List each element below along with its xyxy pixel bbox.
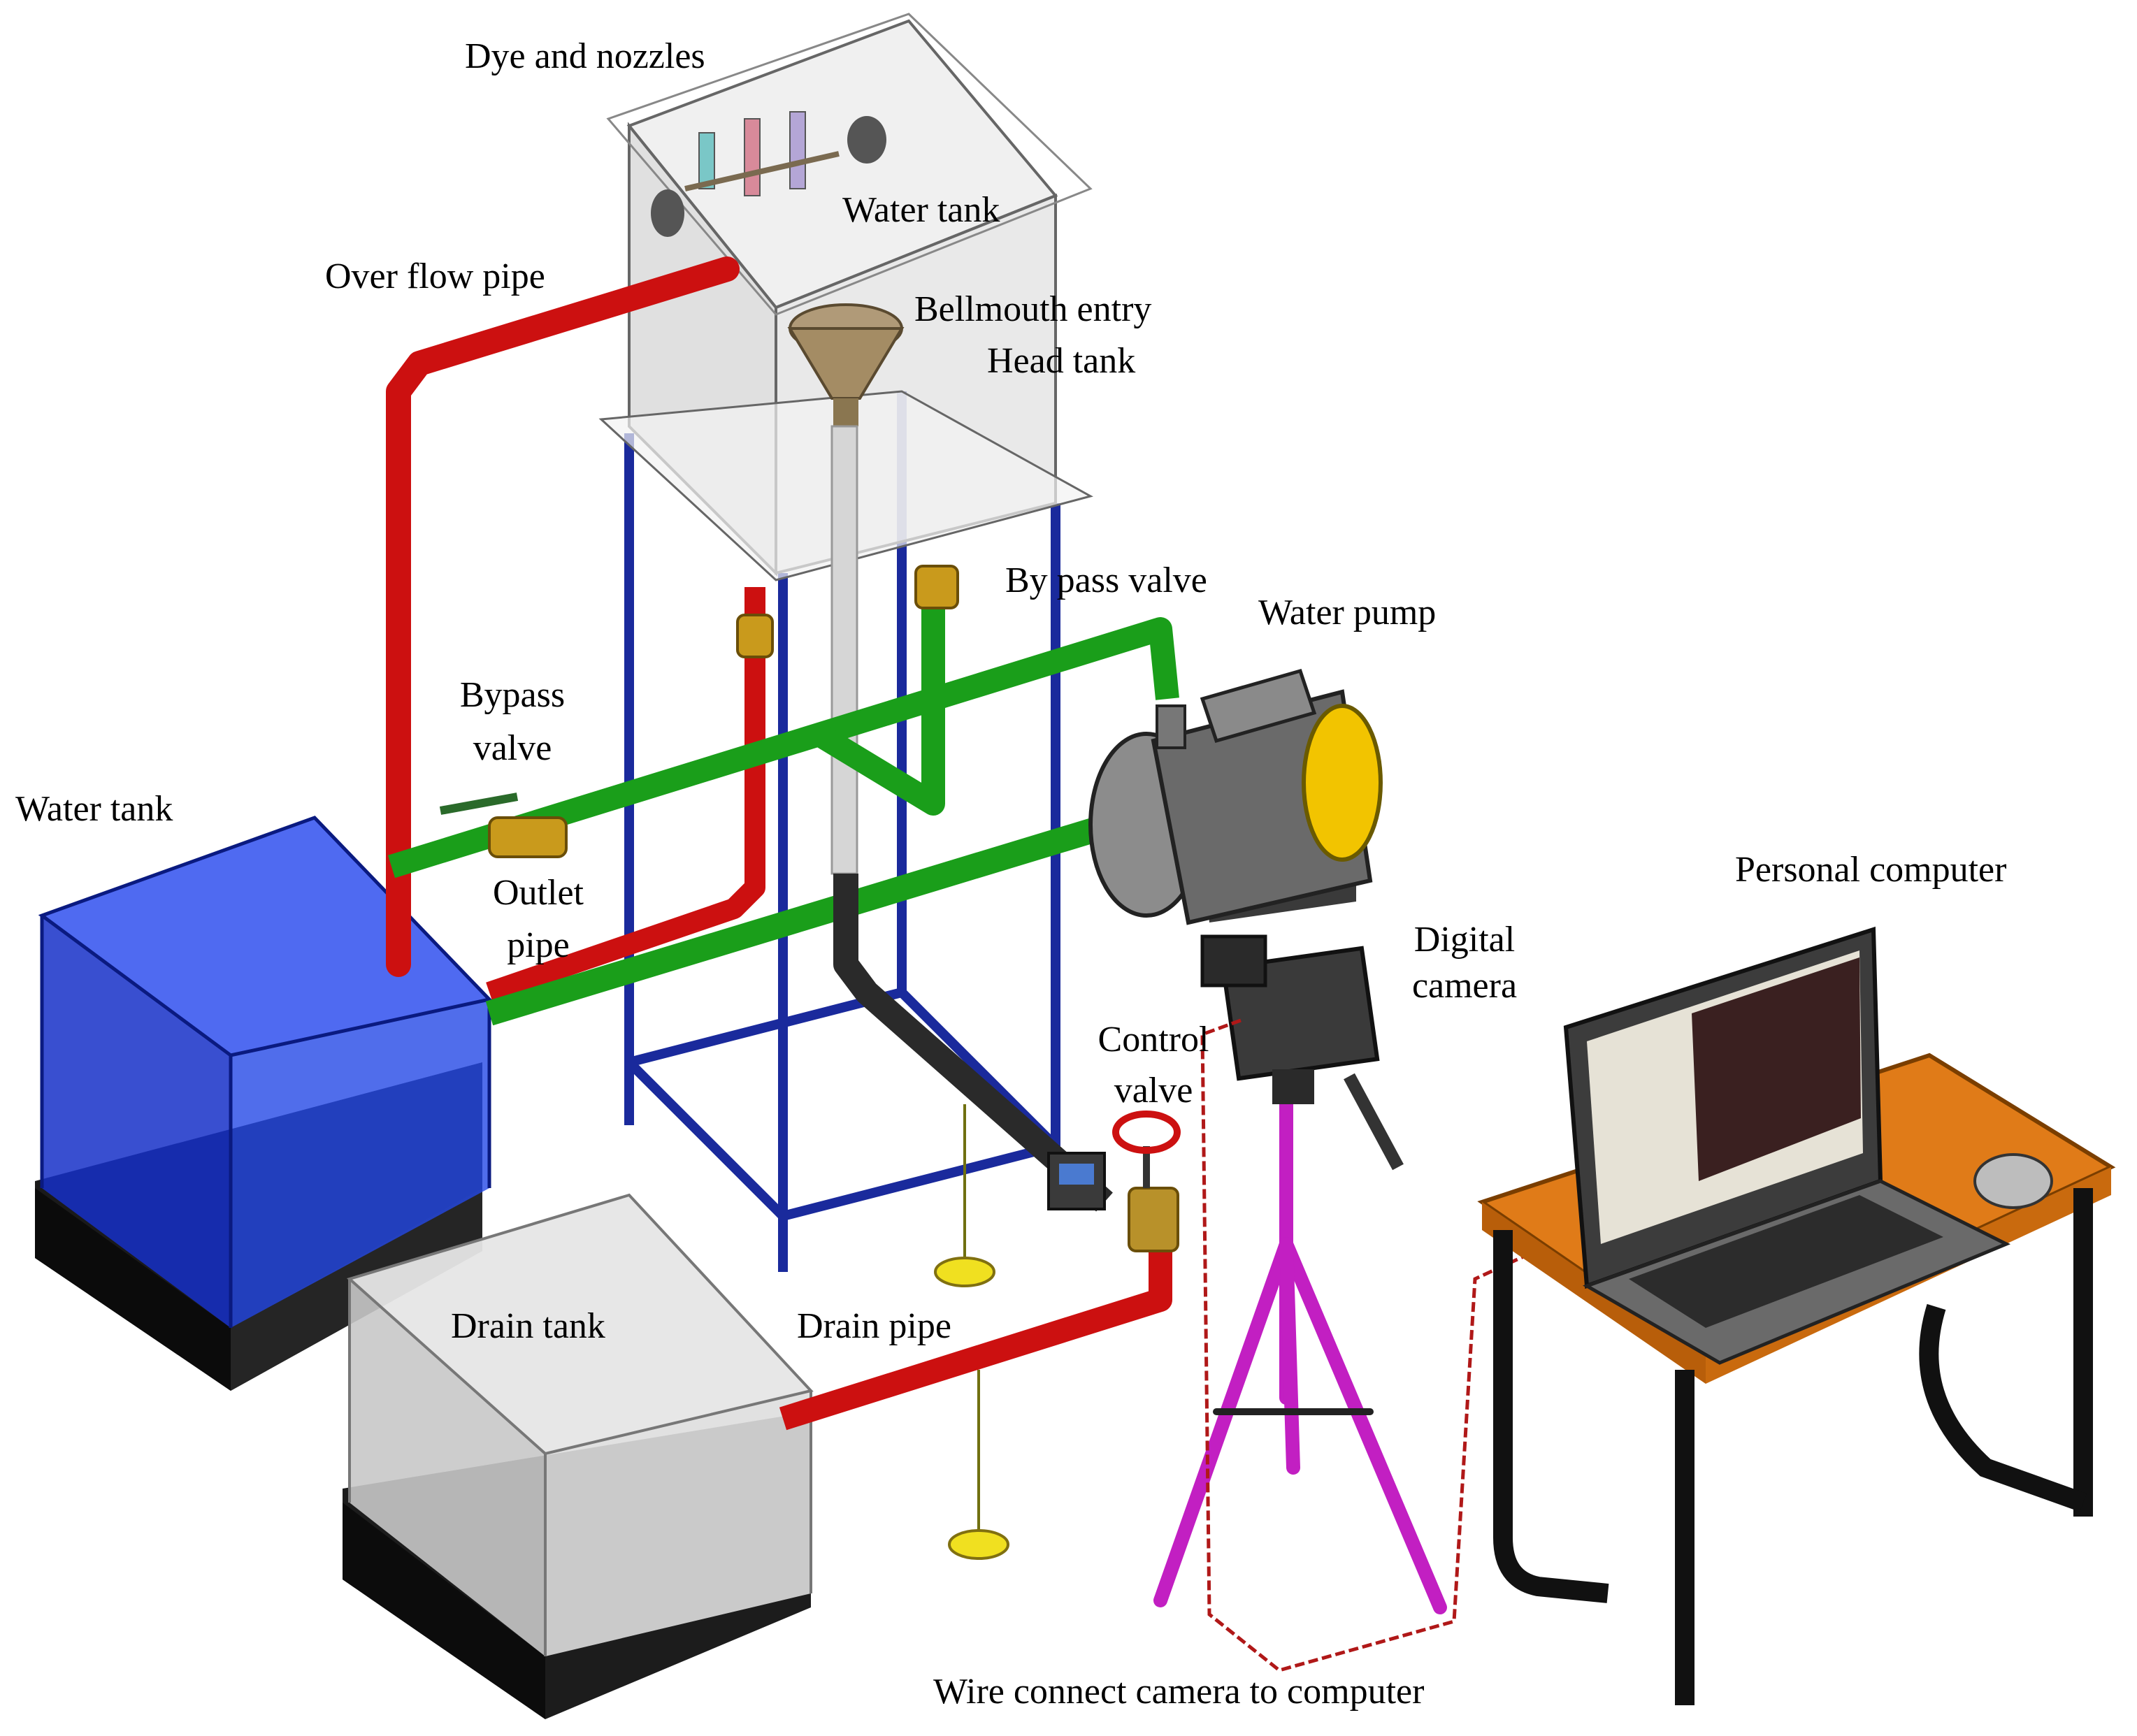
bypass-valve-left <box>439 793 568 858</box>
label-control-valve-line2: valve <box>1114 1071 1193 1111</box>
flow-meter <box>1047 1152 1106 1210</box>
label-personal-computer: Personal computer <box>1735 850 2007 890</box>
pump-return-pipe <box>812 580 945 816</box>
label-wire-connect: Wire connect camera to computer <box>933 1672 1425 1712</box>
label-digital-camera-line2: camera <box>1411 966 1518 1006</box>
label-drain-tank: Drain tank <box>451 1306 605 1346</box>
level-gauges <box>934 1104 1009 1560</box>
camera-wire <box>1200 1018 1567 1672</box>
outlet-black-pipe <box>833 874 1113 1212</box>
drain-tank <box>343 1193 814 1719</box>
label-overflow-pipe: Over flow pipe <box>325 256 545 296</box>
label-bypass-valve-left-line2: valve <box>473 728 552 768</box>
label-water-tank-top: Water tank <box>842 190 1000 230</box>
label-water-pump: Water pump <box>1258 593 1437 632</box>
digital-camera <box>1200 934 1404 1171</box>
label-outlet-pipe-line1: Outlet <box>493 873 584 913</box>
label-head-tank: Head tank <box>987 341 1136 381</box>
test-pipe <box>830 425 858 875</box>
mouse <box>1973 1153 2053 1209</box>
label-outlet-pipe-line2: pipe <box>507 925 570 965</box>
water-pump <box>1088 668 1383 925</box>
label-bypass-valve-left-line1: Bypass <box>459 675 566 715</box>
label-bellmouth-entry: Bellmouth entry <box>914 289 1152 329</box>
label-drain-pipe: Drain pipe <box>797 1306 951 1346</box>
label-control-valve-line1: Control <box>1098 1020 1209 1059</box>
tripod <box>1153 1097 1447 1614</box>
label-dye-nozzles: Dye and nozzles <box>465 36 705 76</box>
label-water-tank-left: Water tank <box>15 789 173 829</box>
label-digital-camera-line1: Digital <box>1413 920 1516 960</box>
bellmouth-entry <box>787 303 905 426</box>
head-tank-red-outlet <box>486 587 765 1003</box>
laptop <box>1563 926 2011 1365</box>
label-bypass-valve-right: By pass valve <box>1005 560 1207 600</box>
bypass-valve-right <box>914 565 959 609</box>
pump-suction-pipe <box>485 812 1116 1026</box>
control-valve <box>1112 1111 1181 1252</box>
drain-pipe <box>779 1244 1172 1431</box>
bypass-pipe <box>387 617 1179 878</box>
head-tank-valve <box>736 614 774 658</box>
dye-nozzles <box>651 111 886 237</box>
overflow-pipe <box>386 256 740 977</box>
